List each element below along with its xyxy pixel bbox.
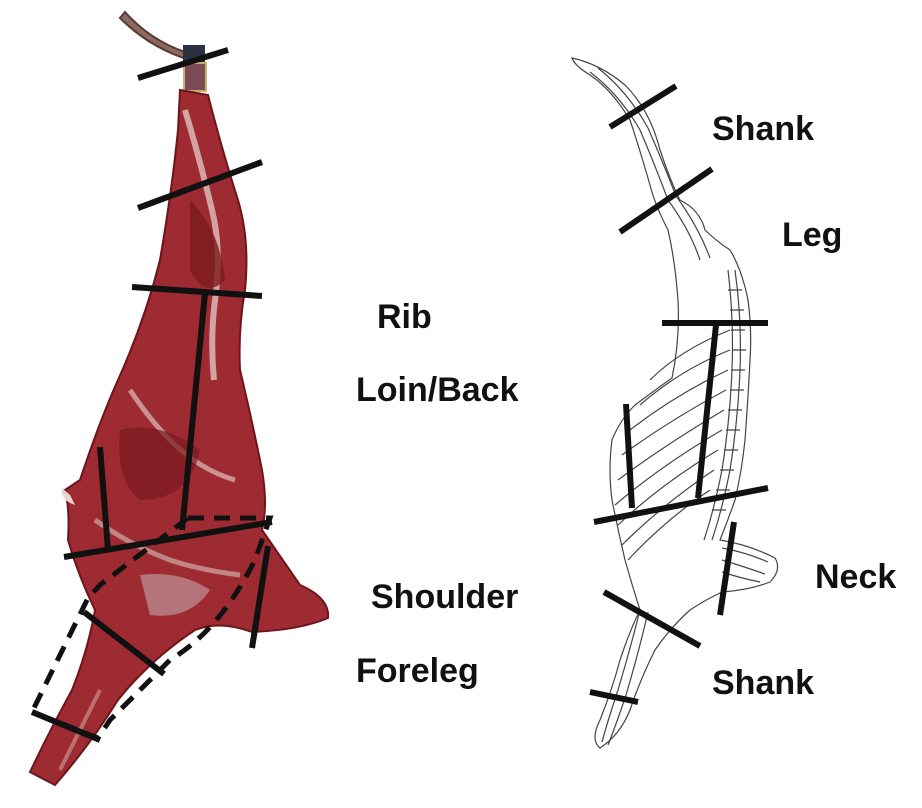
cut-line — [137, 47, 229, 81]
cut-line — [97, 446, 111, 551]
cut-line — [593, 485, 769, 525]
left-dashed-outline — [28, 515, 274, 742]
skeleton-outline — [571, 57, 779, 749]
carcass-fat-band — [93, 517, 241, 578]
cut-line — [249, 545, 271, 649]
cut-line — [695, 324, 719, 499]
right-cut-lines — [589, 83, 769, 705]
label-shoulder: Shoulder — [371, 578, 519, 616]
label-neck: Neck — [815, 558, 897, 596]
carcass-illustration — [28, 10, 330, 787]
cut-line — [131, 284, 263, 299]
foreleg-bones — [601, 609, 649, 746]
label-leg: Leg — [782, 216, 843, 254]
cut-line — [623, 403, 635, 509]
carcass-fat-band — [182, 109, 221, 381]
carcass-muscle — [190, 200, 225, 288]
cut-line — [30, 709, 102, 743]
hanging-hook — [118, 10, 193, 62]
carcass-muscle — [140, 574, 210, 616]
leg-bones — [589, 67, 711, 261]
label-foreleg: Foreleg — [356, 652, 479, 690]
label-loin-back: Loin/Back — [356, 371, 519, 409]
cut-line — [63, 519, 273, 560]
label-rib: Rib — [377, 298, 432, 336]
skeleton-spine — [711, 269, 742, 541]
carcass-muscle — [61, 488, 75, 505]
cut-line — [136, 159, 264, 211]
left-cut-lines — [63, 47, 273, 677]
cut-line — [602, 589, 702, 649]
skeleton-drawing — [571, 57, 779, 749]
cut-line — [589, 689, 639, 705]
hook-tag — [183, 62, 207, 92]
cut-line — [717, 521, 737, 616]
cut-line — [608, 83, 678, 130]
foreleg-dashed-outline — [28, 515, 274, 742]
vertebrae — [712, 289, 746, 511]
skeleton-spine — [703, 269, 734, 541]
cut-line — [82, 609, 166, 677]
label-shank-bottom: Shank — [712, 664, 815, 702]
cut-line — [618, 166, 714, 235]
carcass-muscle — [119, 427, 200, 500]
cut-line — [179, 292, 208, 531]
label-shank-top: Shank — [712, 110, 815, 148]
